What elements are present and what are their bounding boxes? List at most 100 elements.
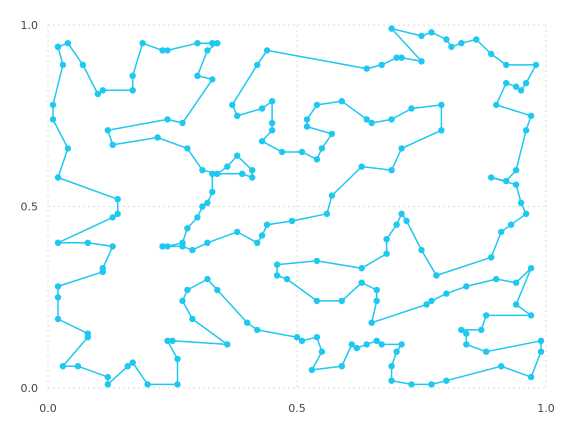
data-point xyxy=(463,283,470,290)
data-point xyxy=(458,40,465,47)
data-point xyxy=(328,130,336,138)
data-point xyxy=(408,381,415,388)
data-point xyxy=(318,348,326,355)
data-point xyxy=(288,217,296,225)
data-point xyxy=(194,214,201,221)
data-point xyxy=(368,319,375,326)
data-point xyxy=(517,199,525,207)
data-point xyxy=(209,76,216,83)
data-point xyxy=(512,301,520,308)
data-point xyxy=(234,152,241,159)
data-point xyxy=(532,61,540,69)
data-point xyxy=(249,167,256,174)
series-layer xyxy=(49,25,545,388)
data-point xyxy=(348,341,355,348)
data-point xyxy=(239,170,246,177)
data-point xyxy=(249,174,256,181)
data-point xyxy=(144,381,151,388)
data-point xyxy=(318,145,326,152)
data-point xyxy=(393,221,400,228)
data-point xyxy=(503,79,510,87)
data-point xyxy=(283,275,291,283)
data-point xyxy=(483,348,490,355)
data-point xyxy=(443,377,450,384)
data-point xyxy=(194,40,201,47)
data-point xyxy=(328,192,336,199)
data-point xyxy=(164,337,171,344)
data-point xyxy=(54,283,62,290)
data-point xyxy=(473,36,480,43)
data-point xyxy=(214,286,221,294)
data-point xyxy=(527,373,535,381)
data-point xyxy=(224,341,231,348)
data-point xyxy=(268,119,276,127)
data-point xyxy=(129,87,136,94)
data-point xyxy=(174,381,181,388)
data-point xyxy=(129,72,136,80)
grid xyxy=(47,24,547,389)
x-tick-label: 1.0 xyxy=(537,402,555,415)
data-point xyxy=(179,243,186,250)
data-point xyxy=(74,363,82,370)
data-point xyxy=(358,163,365,170)
data-point xyxy=(512,181,520,188)
data-point xyxy=(109,243,116,250)
data-point xyxy=(448,43,455,50)
data-point xyxy=(488,254,495,261)
data-point xyxy=(503,61,510,69)
data-point xyxy=(368,119,375,127)
data-point xyxy=(428,297,435,305)
data-point xyxy=(254,326,261,334)
data-point xyxy=(393,348,400,355)
data-point xyxy=(54,43,62,50)
data-point xyxy=(313,334,321,341)
data-point xyxy=(204,239,211,246)
data-point xyxy=(338,297,345,305)
data-point xyxy=(418,246,425,254)
x-tick-label: 0.0 xyxy=(39,402,57,415)
data-point xyxy=(388,25,395,32)
data-point xyxy=(388,377,395,384)
data-point xyxy=(209,188,216,196)
data-point xyxy=(408,105,415,112)
data-point xyxy=(129,359,136,366)
data-point xyxy=(84,239,92,246)
data-point xyxy=(388,167,395,174)
data-point xyxy=(398,145,405,152)
data-point xyxy=(54,315,62,323)
data-point xyxy=(398,54,405,61)
data-point xyxy=(164,243,171,250)
data-point xyxy=(483,312,490,319)
data-point xyxy=(109,214,116,221)
y-tick-label: 0.0 xyxy=(21,382,39,395)
data-point xyxy=(428,29,435,36)
data-point xyxy=(313,257,321,265)
data-point xyxy=(478,326,485,334)
data-point xyxy=(522,79,530,87)
data-point xyxy=(517,87,525,94)
data-point xyxy=(378,341,385,348)
data-point xyxy=(363,341,370,348)
data-point xyxy=(522,127,530,134)
data-point xyxy=(189,246,196,254)
data-point xyxy=(358,265,365,272)
data-point xyxy=(199,203,206,210)
data-point xyxy=(298,337,306,344)
data-point xyxy=(263,221,271,228)
data-point xyxy=(383,250,390,257)
data-point xyxy=(398,210,405,217)
data-point xyxy=(537,348,545,355)
data-point xyxy=(169,337,176,344)
data-point xyxy=(64,145,72,152)
data-point xyxy=(313,101,321,109)
data-point xyxy=(378,61,385,69)
data-point xyxy=(104,373,112,381)
data-point xyxy=(204,47,211,54)
data-point xyxy=(398,341,405,348)
data-point xyxy=(373,286,380,294)
data-point xyxy=(373,297,380,305)
data-point xyxy=(229,101,236,109)
data-point xyxy=(199,167,206,174)
data-point xyxy=(54,239,62,246)
